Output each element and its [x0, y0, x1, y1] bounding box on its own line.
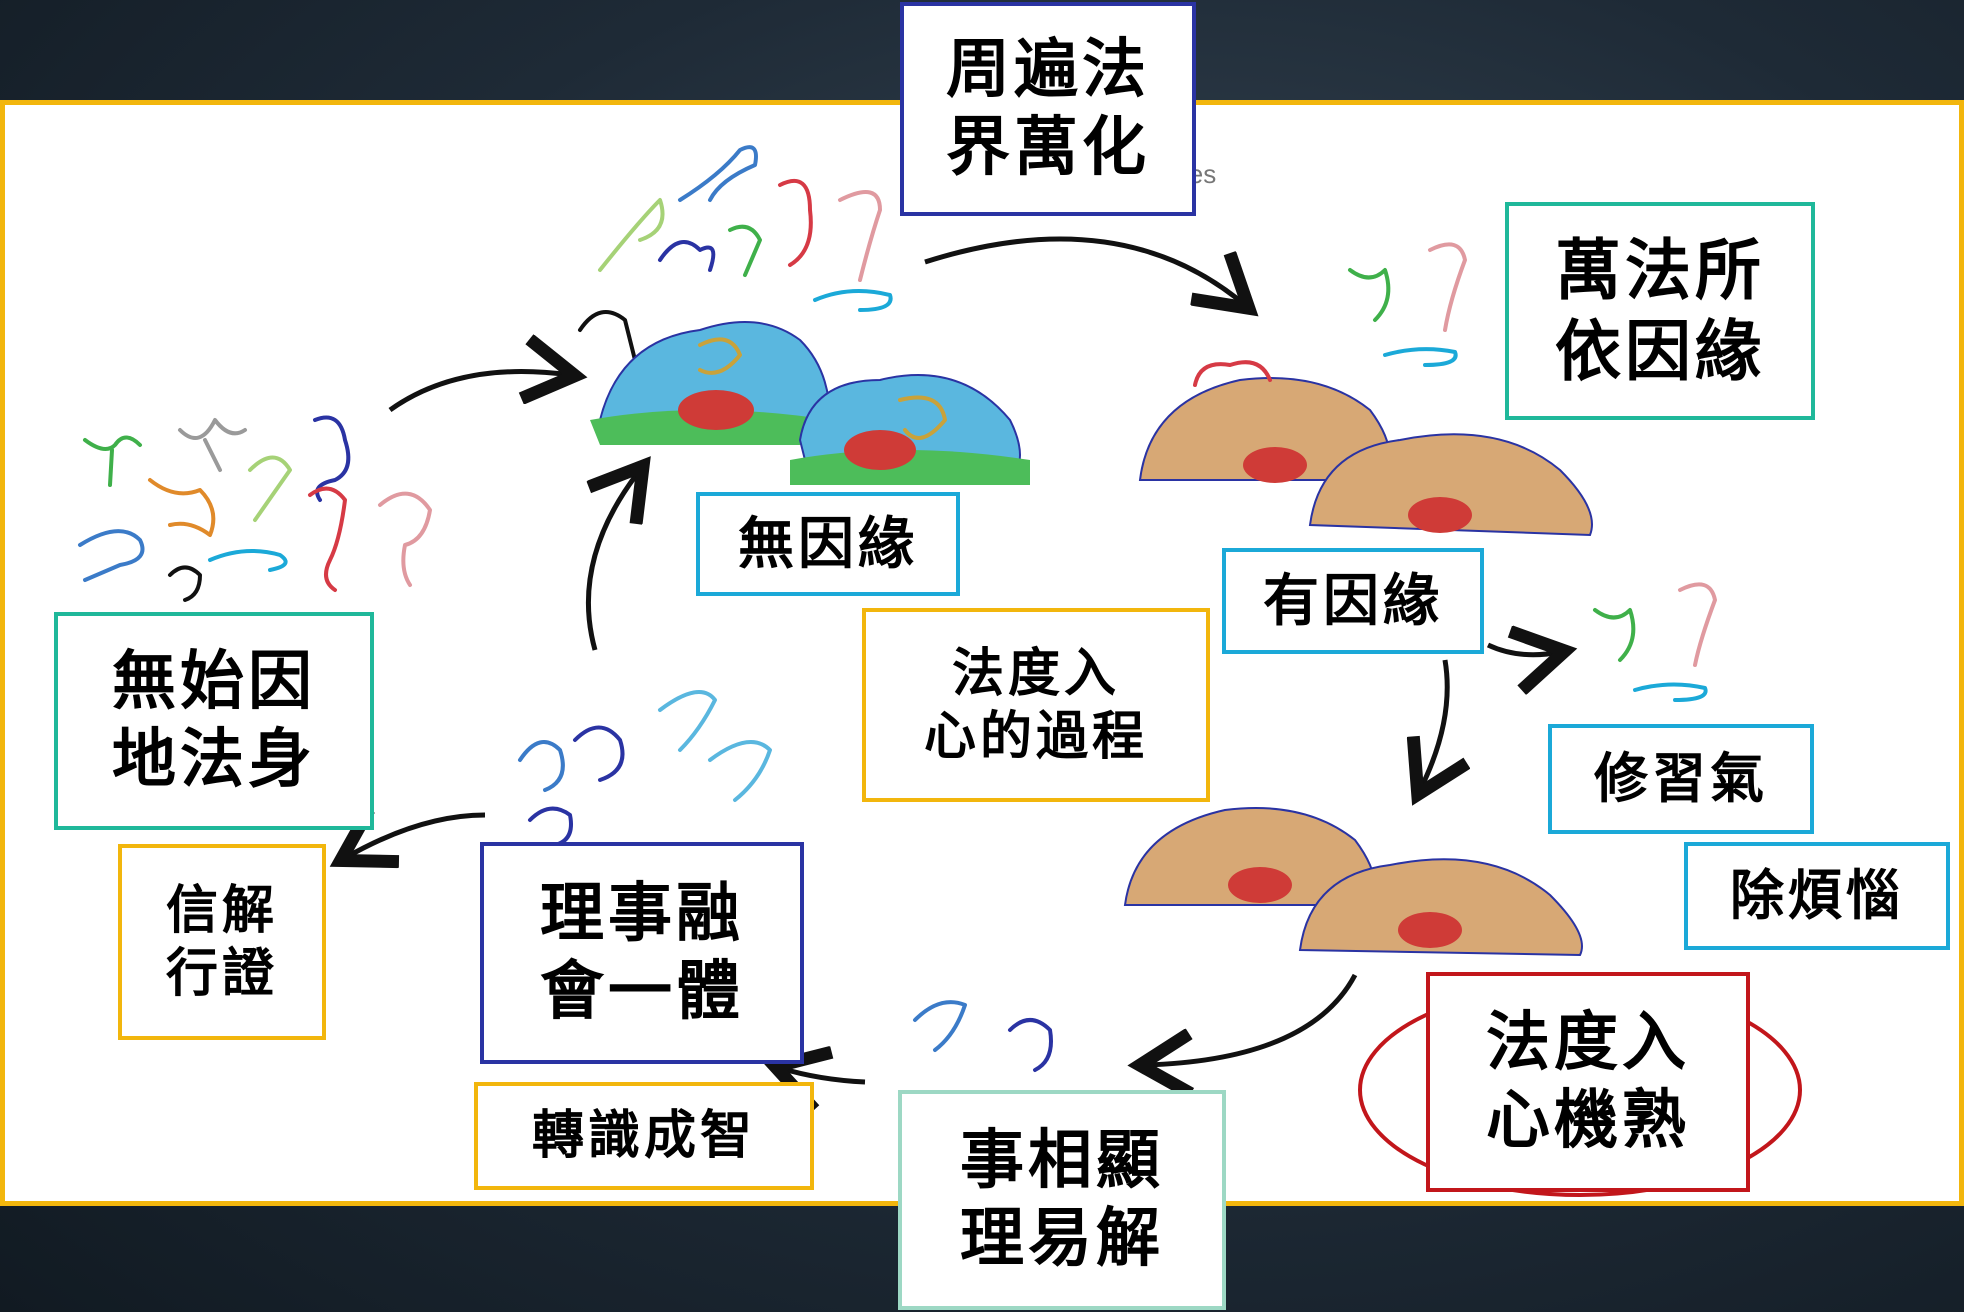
arrow-bottom-center [780, 1068, 866, 1082]
label-fadu-shu: 法度入心機熟 [1426, 972, 1750, 1192]
label-xinjie: 信解行證 [118, 844, 326, 1040]
tan-cells-lower [1123, 807, 1583, 957]
center-bottom-fragments [518, 690, 772, 847]
arrow-to-small-cluster [1486, 645, 1560, 655]
small-right-cluster [1593, 582, 1717, 702]
arrow-center-to-left [345, 815, 486, 858]
bottom-center-fragments [913, 1000, 1053, 1072]
tan-cells-upper [1138, 360, 1593, 537]
arrow-top-to-right [924, 236, 1245, 305]
left-fragment-cluster [78, 415, 432, 602]
label-youyinyuan: 有因緣 [1222, 548, 1484, 654]
cycle-arrows [345, 236, 1560, 1082]
top-fragment-cluster [578, 145, 893, 382]
top-right-fragments [1348, 242, 1467, 367]
label-wuyinyuan: 無因緣 [696, 492, 960, 596]
label-xiuxi: 修習氣 [1548, 724, 1814, 834]
arrow-center-up [585, 470, 640, 651]
label-wanfa: 萬法所依因緣 [1505, 202, 1815, 420]
label-zhuanshi: 轉識成智 [474, 1082, 814, 1190]
arrow-bottom-right-to-left [1145, 973, 1358, 1065]
arrow-right-down [1420, 659, 1447, 790]
label-fadu-guocheng: 法度入心的過程 [862, 608, 1210, 802]
arrow-left-to-cells [388, 372, 570, 413]
label-chu: 除煩惱 [1684, 842, 1950, 950]
label-lishi: 理事融會一體 [480, 842, 804, 1064]
green-cells [590, 321, 1030, 485]
label-shixiang: 事相顯理易解 [898, 1090, 1226, 1310]
label-zhoubian: 周遍法界萬化 [900, 2, 1196, 216]
label-wushi: 無始因地法身 [54, 612, 374, 830]
